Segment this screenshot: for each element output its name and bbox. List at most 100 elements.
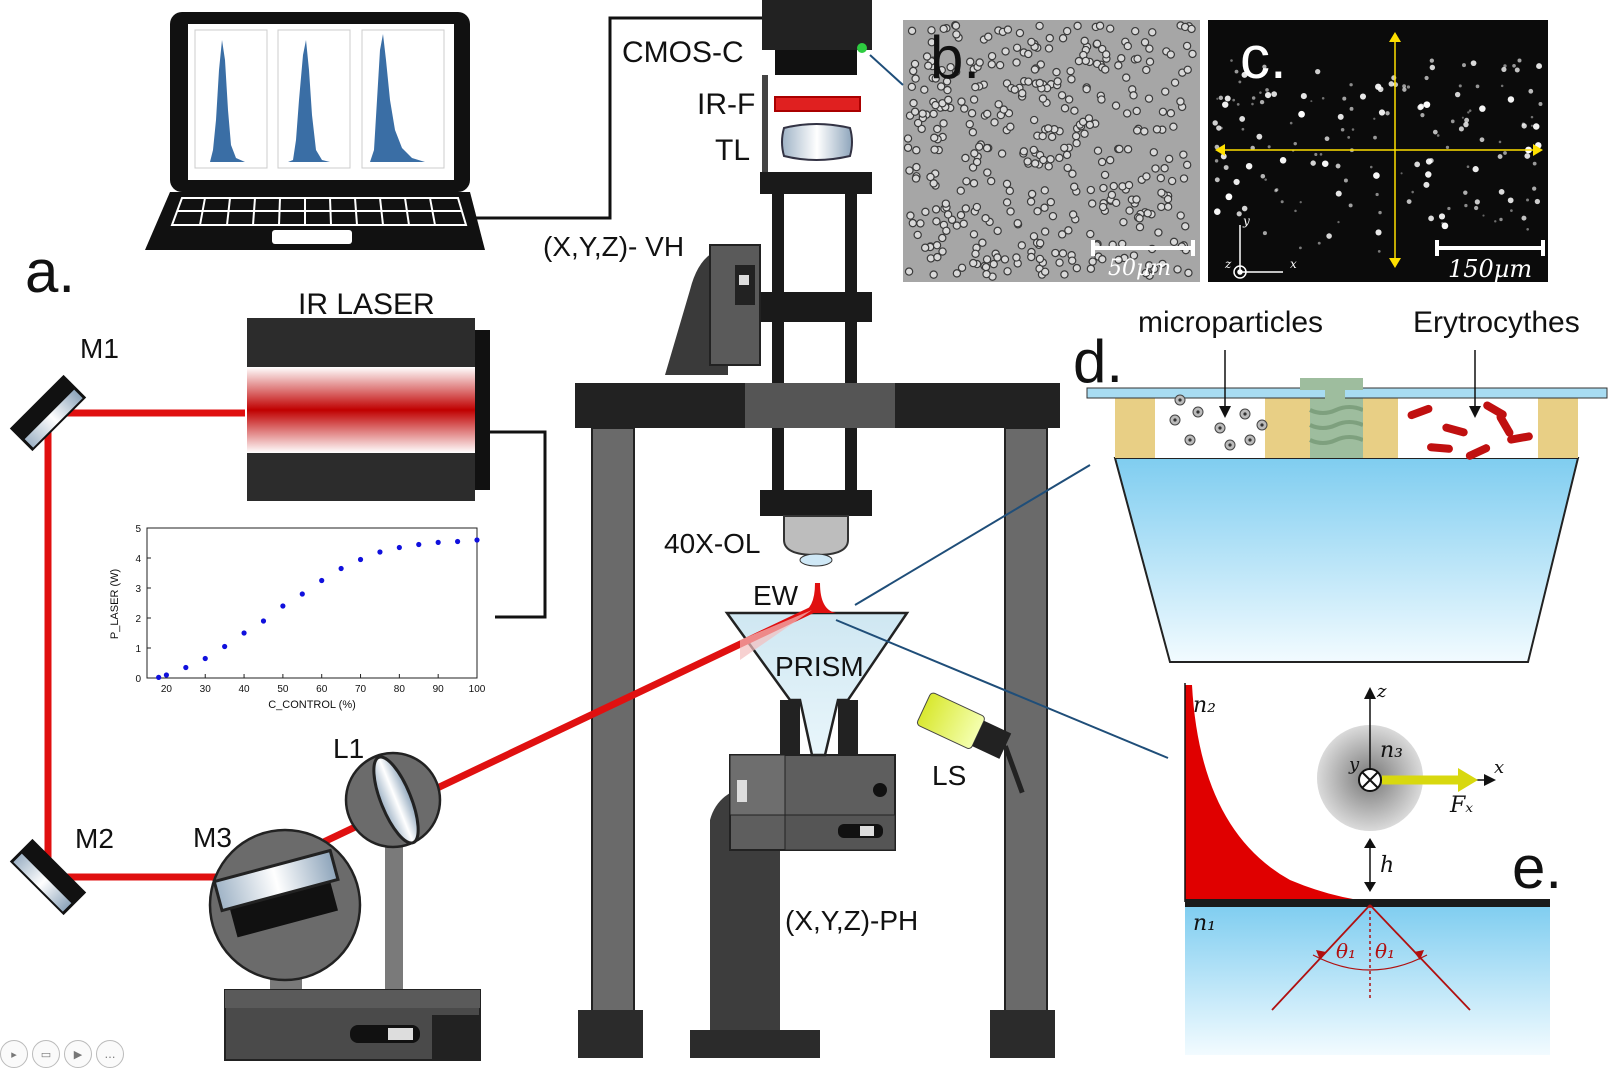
panel-label-e: e. [1512,834,1562,901]
cell-b [1024,77,1033,86]
label-theta-left: θ₁ [1336,939,1356,963]
fluorescent-spot [1264,178,1267,181]
fluorescent-spot [1245,162,1253,170]
subtitles-icon[interactable]: ▭ [32,1040,60,1068]
cell-b [952,269,962,278]
label-force: Fₓ [1449,793,1473,818]
fluorescent-spot [1321,96,1325,100]
fluorescent-spot [1512,63,1516,68]
fluorescent-spot [1260,173,1266,179]
cell-b [941,199,951,208]
cell-b [982,269,991,279]
fluorescent-spot [1420,113,1425,118]
cell-b [1099,183,1108,193]
cell-b [1141,268,1151,278]
fluorescent-spot [1264,92,1272,99]
cell-b [939,24,948,34]
cell-b [969,179,979,188]
cell-b [1035,78,1044,88]
fluorescent-spot [1348,203,1353,208]
cell-b [990,118,999,127]
micrograph-c [1208,20,1548,282]
cell-b [1027,37,1036,47]
vertical-holder [665,244,761,375]
pointer-icon[interactable]: ▸ [0,1040,28,1068]
cell-b [1088,199,1097,208]
microparticle-core [1248,438,1252,442]
chart-point [377,549,383,555]
fluorescent-spot [1251,102,1254,106]
cell-b [929,109,938,119]
fluorescent-spot [1436,134,1440,137]
cell-b [1029,145,1038,155]
fluorescent-spot [1462,63,1466,68]
cell-b [1066,66,1075,76]
cell-b [1166,50,1176,59]
label-l1: L1 [333,733,364,764]
cell-b [1035,21,1044,31]
more-icon[interactable]: … [96,1040,124,1068]
cell-b [1013,218,1022,228]
cell-b [969,258,978,268]
cell-b [920,243,930,252]
cell-b [922,52,932,61]
fluorescent-spot [1359,93,1367,100]
camera-icon[interactable]: ▶ [64,1040,92,1068]
cell-b [1092,39,1102,48]
label-n2: n₂ [1193,693,1216,718]
fluorescent-spot [1225,193,1233,201]
cell-b [946,62,955,72]
cell-b [930,133,939,142]
cell-b [1133,54,1142,64]
label-x: x [1494,757,1504,778]
cell-b [1119,217,1128,227]
cell-b [956,186,965,195]
callout-line-e [835,619,1169,759]
cell-b [1044,124,1053,133]
cell-b [931,205,941,214]
fluorescent-spot [1528,88,1534,94]
cell-b [952,30,961,39]
fluorescent-spot [1423,181,1430,188]
cell-b [981,262,991,272]
cell-b [1063,163,1072,173]
cell-b [910,107,920,116]
fluorescent-spot [1259,91,1262,94]
cell-b [1161,87,1170,96]
fluorescent-spot [1472,166,1479,173]
fluorescent-spot [1220,153,1227,160]
laser-control-cable [490,430,547,619]
cell-b [986,176,996,186]
fluorescent-spot [1464,203,1468,208]
fluorescent-spot [1232,98,1236,102]
fluorescent-spot [1349,83,1353,87]
label-y: y [1348,754,1360,775]
cell-b [1135,222,1145,232]
fluorescent-spot [1418,103,1425,110]
fluorescent-spot [1533,123,1540,130]
cell-b [987,60,996,69]
fluorescent-spot [1503,151,1507,155]
cell-b [1151,164,1160,173]
cell-b [904,267,914,276]
cell-b [1045,33,1054,43]
fluorescent-spot [1236,211,1242,217]
cell-b [1179,150,1188,159]
fluorescent-spot [1406,199,1412,205]
fluorescent-spot [1238,80,1242,84]
cell-b [1152,125,1162,134]
fluorescent-spot [1402,84,1407,89]
fluorescent-spot [1411,190,1414,194]
cell-b [1030,159,1040,168]
fluorescent-spot [1501,66,1507,73]
fluorescent-spot [1538,102,1543,106]
cell-b [972,202,982,212]
cell-b [1003,267,1012,276]
fluorescent-spot [1375,192,1379,197]
fluorescent-spot [1479,105,1486,112]
chart-point [183,664,189,671]
cell-b [936,82,946,91]
fluorescent-spot [1458,126,1464,132]
fluorescent-spot [1373,135,1377,140]
fluorescent-spot [1425,171,1432,178]
